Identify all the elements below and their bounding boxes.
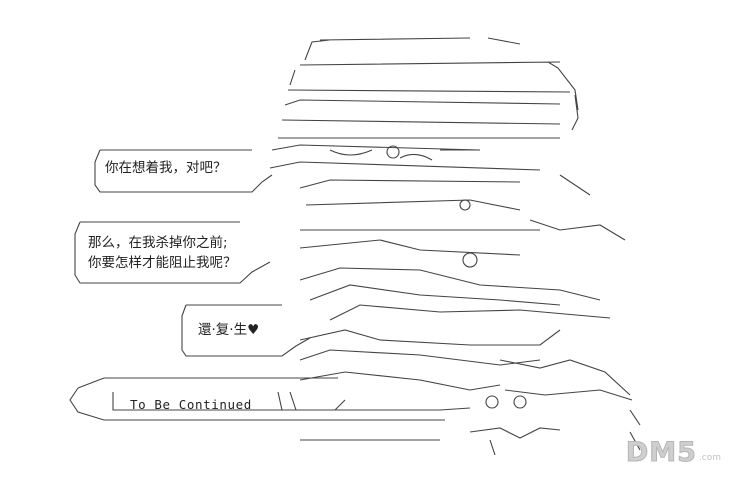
speech-bubble-2-line-1: 那么，在我杀掉你之前; bbox=[88, 235, 228, 251]
speech-bubble-3-line-1: 還·复·生♥ bbox=[198, 322, 260, 338]
watermark-domain: .com bbox=[698, 453, 721, 463]
speech-bubble-2-line-2: 你要怎样才能阻止我呢？ bbox=[88, 255, 237, 271]
watermark-logo: DM5 bbox=[625, 437, 697, 468]
to-be-continued-caption: To Be Continued bbox=[130, 397, 252, 412]
speech-bubble-1-line-1: 你在想着我，对吧？ bbox=[105, 160, 227, 176]
site-watermark: DM5 .com bbox=[625, 437, 721, 468]
